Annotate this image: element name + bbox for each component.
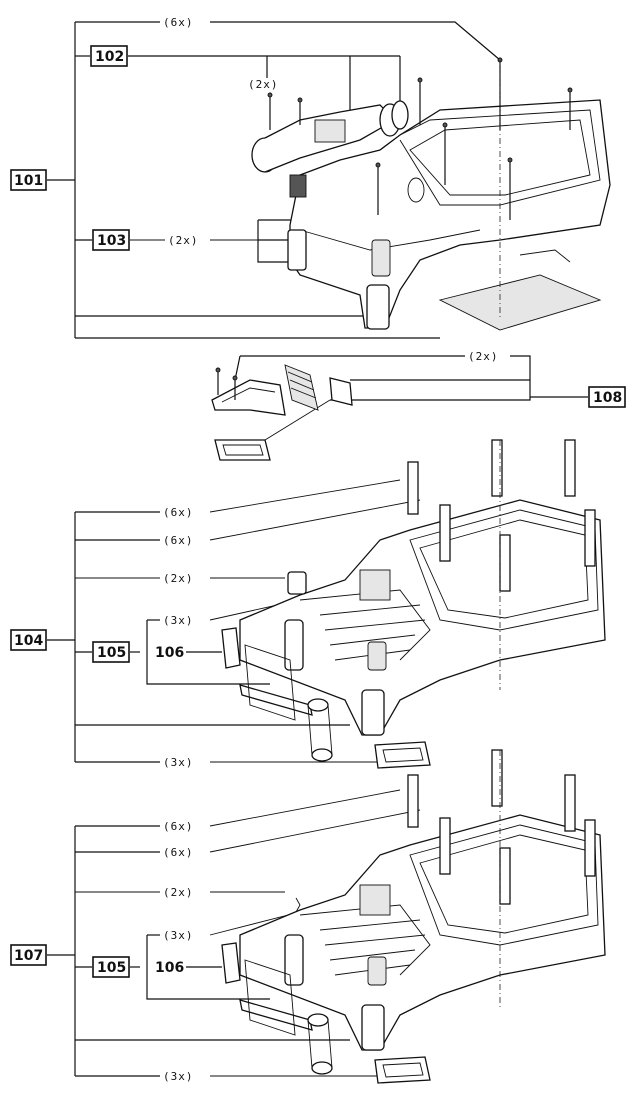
chute-part [211, 379, 286, 416]
callout-102: 102 [95, 49, 124, 65]
qty-104-2x: (2x) [163, 572, 194, 585]
callout-108: 108 [593, 390, 622, 406]
callout-106b: 106 [155, 960, 184, 976]
qty-103-2x: (2x) [168, 234, 199, 247]
callout-103: 103 [97, 233, 126, 249]
qty-104-3x-a: (3x) [163, 614, 194, 627]
callout-105a: 105 [97, 645, 126, 661]
qty-107-6x-b: (6x) [163, 846, 194, 859]
callout-101: 101 [14, 173, 43, 189]
callout-106a: 106 [155, 645, 184, 661]
qty-104-6x-b: (6x) [163, 534, 194, 547]
ring-a [307, 698, 329, 712]
latch-part-106b [221, 942, 241, 984]
pegs-104 [407, 439, 596, 592]
callout-104-box [10, 629, 47, 651]
qty-107-3x-a: (3x) [163, 929, 194, 942]
callout-107-box [10, 944, 47, 966]
fitting-part [287, 571, 307, 595]
seal-strip [239, 684, 313, 716]
assembly-107: 107 105 106 (6x) (6x) (2x) (3x) (3x) [10, 749, 606, 1084]
callout-108-box [588, 386, 626, 408]
plate-part [329, 377, 353, 406]
latch-part-106 [221, 627, 241, 669]
assembly-108: 108 (2x) [211, 350, 626, 461]
callout-105b-box [92, 956, 130, 978]
qty-107-3x-b: (3x) [163, 1070, 194, 1083]
base-shell-107 [239, 814, 606, 1051]
qty-108-2x: (2x) [468, 350, 499, 363]
qty-107-6x-a: (6x) [163, 820, 194, 833]
assembly-101: 101 102 103 (6x) (2x) (2x) [10, 16, 611, 339]
ring-b [311, 748, 333, 762]
callout-101-box [10, 169, 47, 191]
callout-102-box [90, 45, 128, 67]
qty-104-3x-b: (3x) [163, 756, 194, 769]
drip-tray [438, 274, 602, 331]
housing-top-shell [289, 99, 611, 329]
base-shell-104 [239, 499, 606, 736]
seal-strip-b [239, 999, 313, 1031]
qty-top-6x: (6x) [163, 16, 194, 29]
qty-102-2x: (2x) [248, 78, 279, 91]
grille-part [284, 364, 319, 411]
qty-107-2x: (2x) [163, 886, 194, 899]
fan-motor-assembly [251, 100, 409, 198]
callout-105b: 105 [97, 960, 126, 976]
callout-105a-box [92, 641, 130, 663]
callout-107: 107 [14, 948, 43, 964]
assembly-104: 104 105 106 (6x) (6x) (2x) (3x) (3x) [10, 439, 606, 769]
callout-104: 104 [14, 633, 43, 649]
qty-104-6x-a: (6x) [163, 506, 194, 519]
callout-103-box [92, 229, 130, 251]
